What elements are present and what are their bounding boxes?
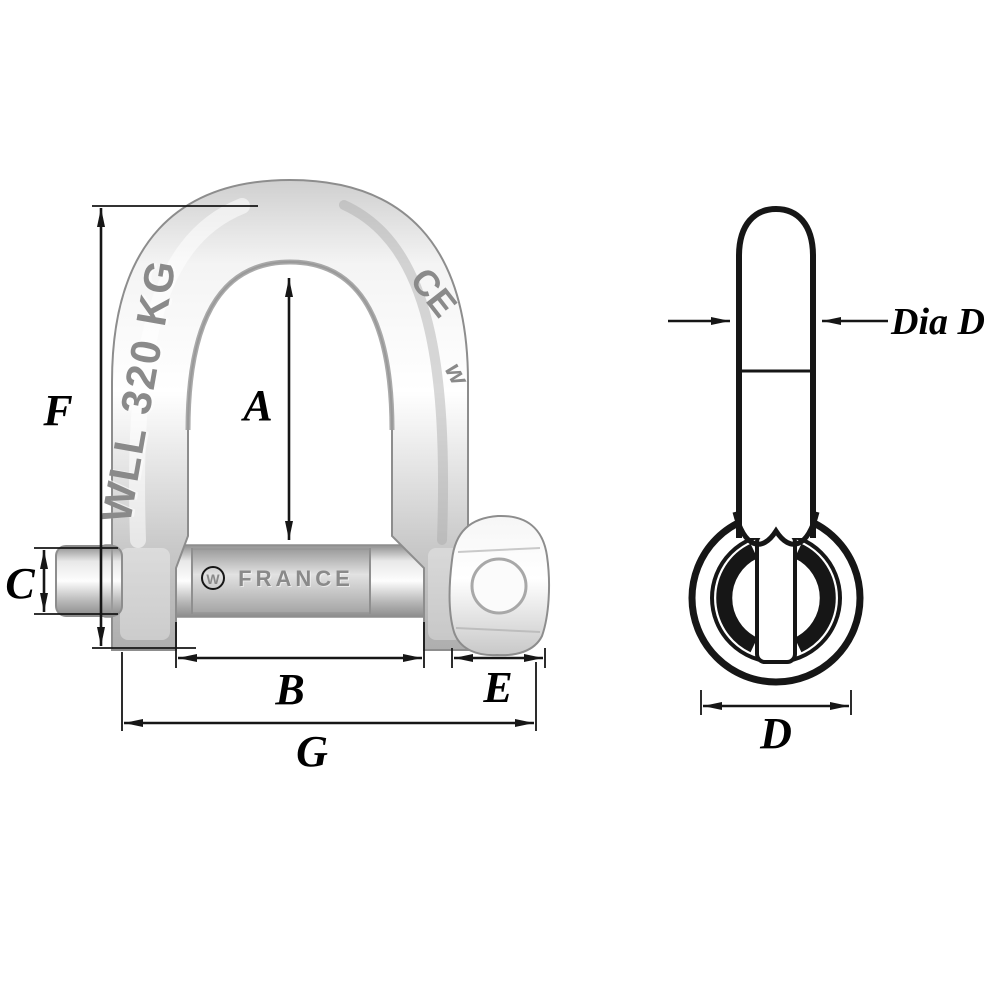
pin-head-facet-bottom (455, 627, 541, 633)
pin-head-facet-top (457, 547, 541, 553)
dim-label-dia-d: Dia D (890, 301, 985, 343)
dim-label-c: C (5, 559, 35, 608)
fork-ears (732, 511, 820, 547)
eye-dark-arc-right (794, 543, 836, 653)
dim-label-g: G (296, 727, 328, 776)
side-view-shackle (688, 205, 864, 686)
left-foot-highlight (120, 548, 170, 640)
dim-label-f: F (42, 386, 72, 435)
dim-label-b: B (274, 665, 304, 714)
pin-slot-profile (755, 532, 797, 664)
dim-label-e: E (482, 663, 512, 712)
dim-label-a: A (240, 381, 272, 430)
dim-label-d: D (759, 709, 792, 758)
wichard-pin-logo-ring (201, 566, 225, 590)
pin-left-end (55, 545, 123, 617)
shank-outline (736, 205, 816, 538)
eye-dark-arc-left (716, 543, 758, 653)
right-arm-shadow (339, 200, 449, 545)
pin-text: FRANCE (238, 566, 354, 591)
dimension-annotations: F A C B E G Dia D D (5, 205, 985, 776)
pin-head-hole (470, 557, 528, 615)
left-arm-highlight (129, 198, 250, 548)
wichard-pin-logo: W (206, 571, 220, 587)
inner-arch-shade (185, 259, 395, 431)
pin-text-emboss: FRANCE (239, 567, 355, 592)
front-view-shackle: W FRANCE FRANCE WLL 320 KG WLL 320 KG CE… (55, 178, 551, 657)
